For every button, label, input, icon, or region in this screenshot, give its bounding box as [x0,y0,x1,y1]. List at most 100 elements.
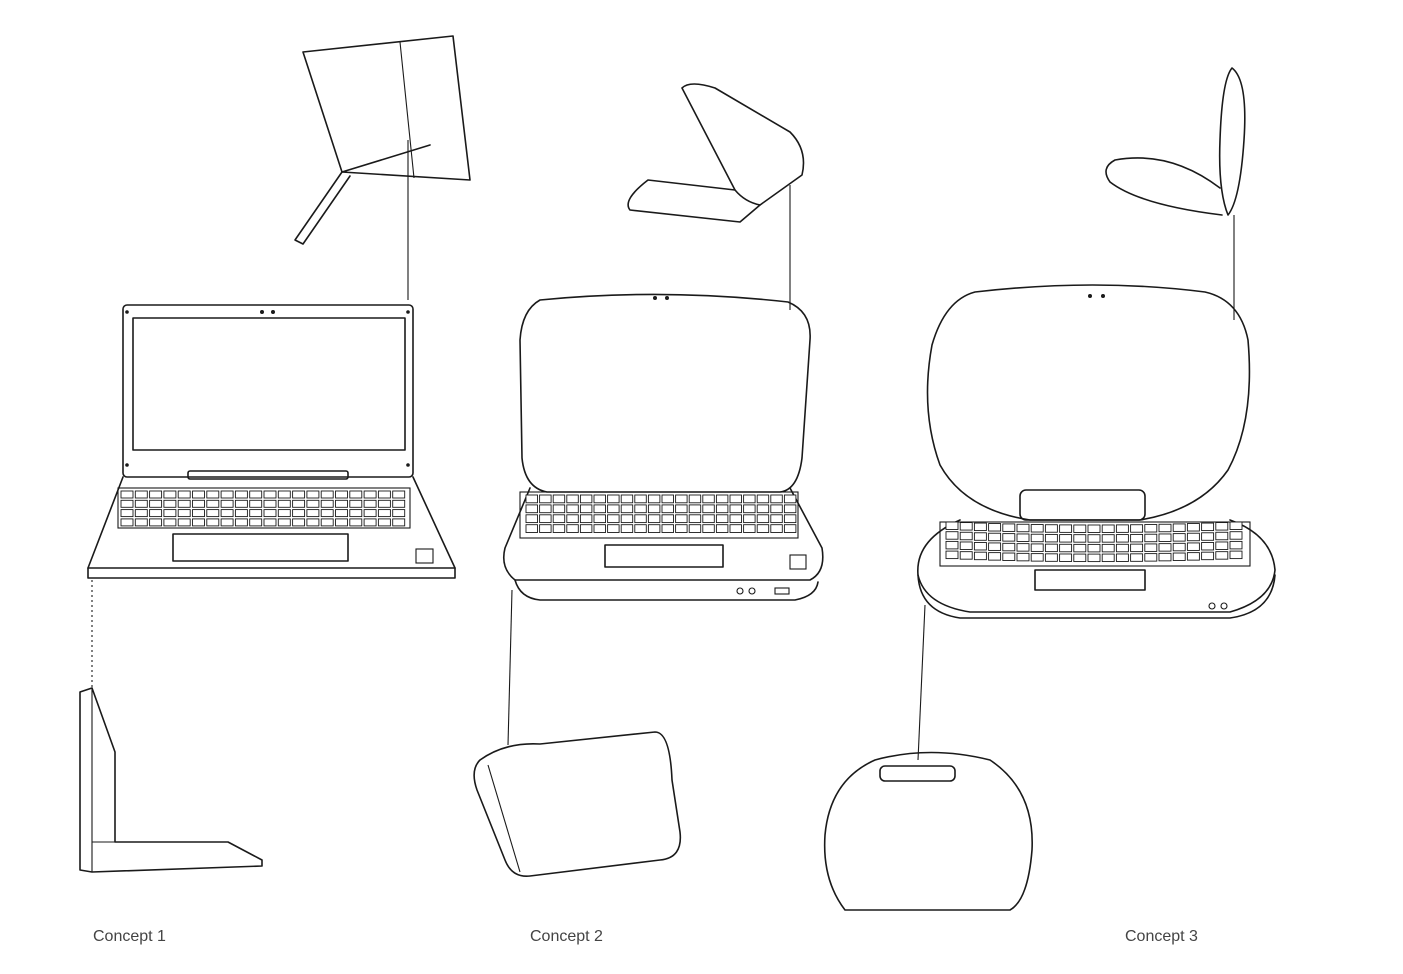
keyboard-key [363,518,377,527]
keyboard-key [1201,551,1215,561]
keyboard-key [306,518,320,527]
keyboard-key [1030,553,1044,562]
keyboard-key [1144,543,1158,552]
keyboard-key [1101,524,1115,533]
keyboard-key [234,499,248,508]
keyboard-key [715,504,729,514]
keyboard-key [756,504,770,514]
keyboard-key [249,490,263,499]
keyboard-key [249,499,263,508]
keyboard-key [525,524,538,533]
keyboard-key [661,514,674,524]
keyboard-key [1186,532,1200,542]
keyboard-key [945,550,959,560]
keyboard-key [349,518,363,527]
keyboard-key [1229,521,1243,530]
keyboard-key [770,494,783,504]
keyboard-key [593,524,606,533]
keyboard-key [1172,523,1186,532]
keyboard-key [566,494,579,504]
concept-1-side-detail-bottom [79,687,263,873]
keyboard-key [1186,542,1200,551]
keyboard-key [1044,553,1058,562]
keyboard-key [959,522,973,531]
keyboard-key [1101,543,1115,553]
keyboard-key [335,518,348,527]
keyboard-key [743,514,756,524]
keyboard-key [1158,533,1172,542]
keyboard-key [234,518,248,527]
concept-3-label: Concept 3 [1125,928,1198,945]
keyboard-key [729,494,742,504]
keyboard-key [363,490,377,499]
keyboard-key [1130,553,1144,562]
keyboard-key [647,504,661,514]
keyboard-key [192,490,205,499]
keyboard-key [306,509,320,518]
keyboard-key [783,524,797,533]
keyboard-key [1044,524,1058,533]
keyboard-key [392,490,406,499]
keyboard-key [539,524,552,533]
keyboard-key [661,494,674,504]
keyboard-key [1044,543,1058,553]
keyboard-key [320,509,334,518]
concept-1-side-detail-top [294,35,471,300]
keyboard-key [525,504,538,514]
keyboard-key [1158,552,1172,562]
keyboard-key [1172,542,1186,552]
keyboard-key [973,522,987,532]
keyboard-key [1002,533,1016,542]
keyboard-key [206,509,220,518]
keyboard-key [1030,543,1044,552]
keyboard-key [688,524,702,533]
keyboard-key [634,524,647,533]
keyboard-key [277,518,291,527]
keyboard-key [377,518,391,527]
keyboard-key [1158,523,1172,533]
keyboard-key [1130,533,1144,543]
keyboard-key [120,518,134,527]
keyboard-key [620,494,634,504]
keyboard-key [335,509,348,518]
keyboard-key [1144,553,1158,562]
keyboard-key [988,523,1002,532]
keyboard-key [729,504,742,514]
keyboard-key [593,514,606,524]
keyboard-key [675,524,688,533]
keyboard-key [743,524,756,533]
keyboard-key [688,494,702,504]
keyboard-key [945,531,959,540]
keyboard-key [756,514,770,524]
keyboard-key [1059,543,1073,553]
concept-1-keyboard [120,490,406,527]
keyboard-key [292,490,306,499]
keyboard-key [292,518,306,527]
keyboard-key [149,518,163,527]
keyboard-key [1215,541,1229,550]
keyboard-key [249,509,263,518]
keyboard-key [566,514,579,524]
keyboard-key [335,499,348,508]
keyboard-key [770,504,783,514]
keyboard-key [120,490,134,499]
keyboard-key [1087,534,1101,543]
keyboard-key [1073,534,1087,543]
concept-2-label: Concept 2 [530,928,603,945]
keyboard-key [234,509,248,518]
keyboard-key [1016,533,1030,542]
keyboard-key [134,499,148,508]
keyboard-key [263,509,277,518]
keyboard-key [1002,552,1016,561]
keyboard-key [163,509,177,518]
keyboard-key [363,499,377,508]
keyboard-key [715,514,729,524]
keyboard-key [525,514,538,524]
keyboard-key [1073,553,1087,563]
keyboard-key [1201,532,1215,541]
concept-2-keyboard [525,494,797,533]
keyboard-key [702,514,715,524]
keyboard-key [1087,553,1101,563]
keyboard-key [120,509,134,518]
keyboard-key [1073,543,1087,553]
